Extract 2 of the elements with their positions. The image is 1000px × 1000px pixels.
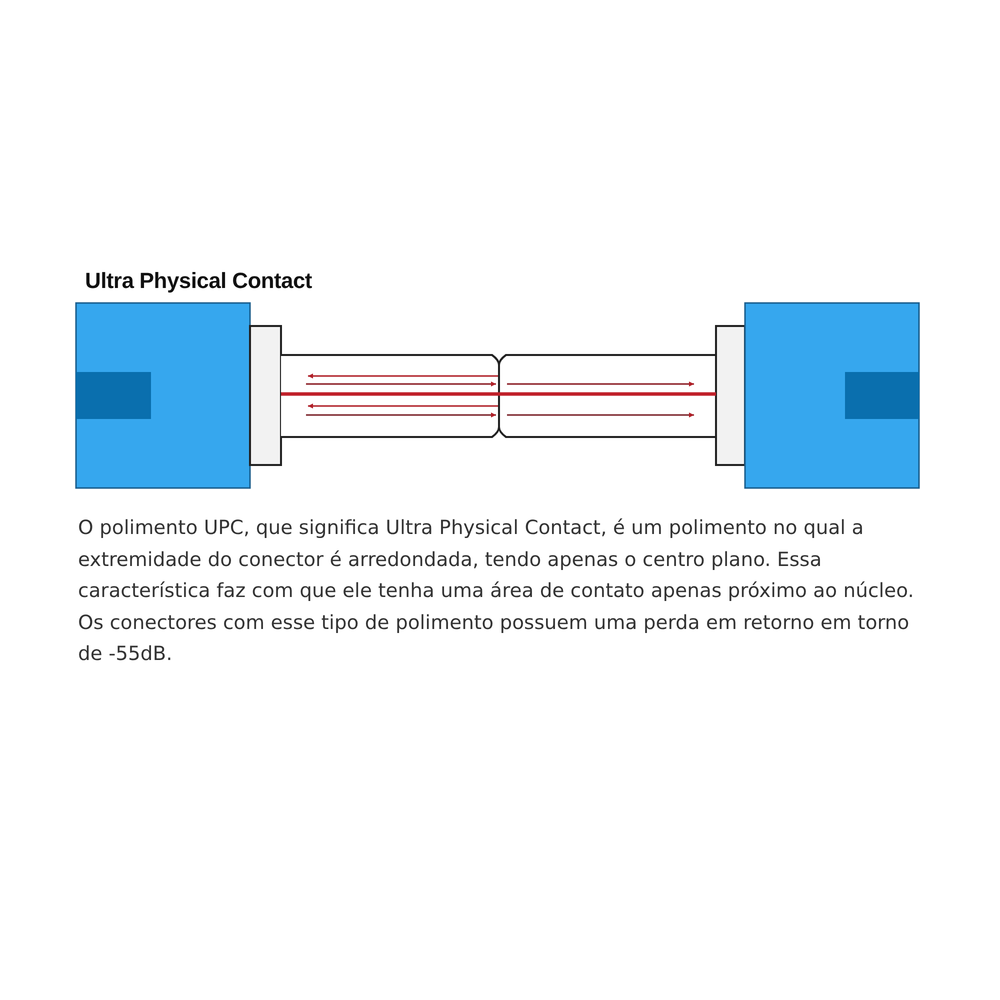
- caption-paragraph: O polimento UPC, que significa Ultra Physical Contact, é um polimento no qual a extremidade do conector é arredondada, tendo apenas o centro plano. Essa característica faz com que ele tenha uma área de contato apenas próximo ao núcleo. Os conectores com esse tipo de polimento possuem uma perda em retorno em torno de -55dB.: [78, 515, 915, 667]
- diagram-title: Ultra Physical Contact: [85, 268, 312, 294]
